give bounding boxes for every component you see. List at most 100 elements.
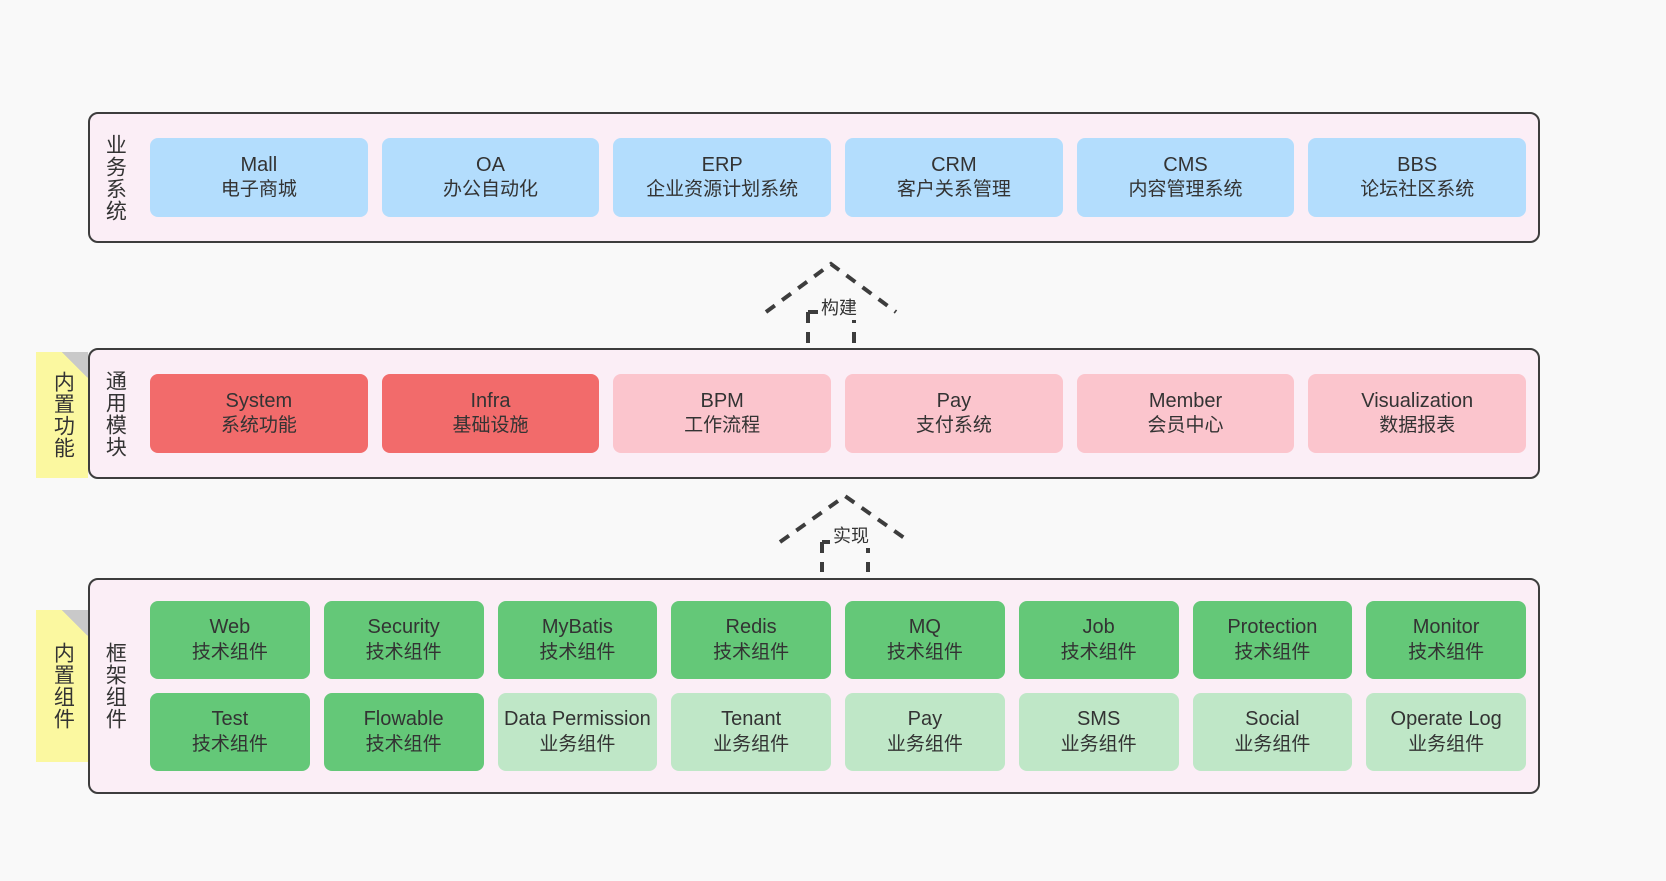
card-title: Pay [907, 708, 943, 731]
card-subtitle: 系统功能 [220, 415, 297, 437]
card-subtitle: 技术组件 [191, 641, 268, 663]
card-row: Test 技术组件 Flowable 技术组件 Data Permission … [150, 693, 1526, 771]
card-infra[interactable]: Infra 基础设施 [381, 374, 600, 453]
card-title: Redis [725, 616, 777, 639]
card-mybatis[interactable]: MyBatis 技术组件 [497, 601, 658, 679]
card-title: MyBatis [541, 616, 613, 639]
card-title: Test [211, 708, 249, 731]
card-subtitle: 业务组件 [1234, 733, 1311, 755]
connector-build: 构建 [756, 258, 906, 348]
card-system[interactable]: System 系统功能 [150, 374, 368, 453]
card-subtitle: 支付系统 [915, 415, 992, 437]
card-subtitle: 技术组件 [1234, 641, 1311, 663]
card-subtitle: 客户关系管理 [896, 179, 1011, 201]
card-pay[interactable]: Pay 支付系统 [845, 374, 1063, 453]
layer-body-common-modules: System 系统功能 Infra 基础设施 BPM 工作流程 Pay 支付系统… [138, 350, 1538, 477]
note-label: 内置组件 [51, 642, 75, 730]
card-title: BPM [700, 389, 744, 412]
card-title: Social [1245, 708, 1300, 731]
card-title: Flowable [363, 708, 444, 731]
card-test[interactable]: Test 技术组件 [150, 693, 310, 771]
card-title: System [225, 389, 293, 412]
card-operate-log[interactable]: Operate Log 业务组件 [1366, 693, 1526, 771]
card-tenant[interactable]: Tenant 业务组件 [671, 693, 831, 771]
card-protection[interactable]: Protection 技术组件 [1192, 601, 1353, 679]
card-cms[interactable]: CMS 内容管理系统 [1076, 138, 1295, 217]
card-title: Protection [1227, 616, 1318, 639]
card-subtitle: 技术组件 [886, 641, 963, 663]
layer-title-framework-components: 框架组件 [103, 642, 127, 730]
layer-business-systems: 业务系统 Mall 电子商城 OA 办公自动化 ERP 企业资源计划系统 CRM… [88, 112, 1540, 243]
card-erp[interactable]: ERP 企业资源计划系统 [613, 138, 832, 217]
card-title: Member [1148, 389, 1223, 412]
card-title: Mall [240, 153, 278, 176]
card-title: BBS [1397, 153, 1438, 176]
card-oa[interactable]: OA 办公自动化 [381, 138, 600, 217]
layer-body-business-systems: Mall 电子商城 OA 办公自动化 ERP 企业资源计划系统 CRM 客户关系… [138, 114, 1538, 241]
card-subtitle: 业务组件 [1060, 733, 1137, 755]
card-bbs[interactable]: BBS 论坛社区系统 [1308, 138, 1527, 217]
card-security[interactable]: Security 技术组件 [323, 601, 484, 679]
card-subtitle: 技术组件 [365, 641, 442, 663]
card-subtitle: 业务组件 [539, 733, 616, 755]
card-subtitle: 工作流程 [684, 415, 761, 437]
card-subtitle: 办公自动化 [443, 179, 539, 201]
card-member[interactable]: Member 会员中心 [1076, 374, 1295, 453]
card-redis[interactable]: Redis 技术组件 [671, 601, 831, 679]
card-subtitle: 技术组件 [1060, 641, 1137, 663]
card-subtitle: 技术组件 [365, 733, 442, 755]
card-row: Mall 电子商城 OA 办公自动化 ERP 企业资源计划系统 CRM 客户关系… [150, 138, 1527, 217]
note-label: 内置功能 [51, 371, 75, 459]
layer-common-modules: 通用模块 System 系统功能 Infra 基础设施 BPM 工作流程 Pay… [88, 348, 1540, 479]
card-title: Visualization [1361, 389, 1474, 412]
card-monitor[interactable]: Monitor 技术组件 [1366, 601, 1526, 679]
card-subtitle: 技术组件 [1408, 641, 1485, 663]
card-title: Pay [936, 389, 972, 412]
card-job[interactable]: Job 技术组件 [1018, 601, 1179, 679]
card-row: System 系统功能 Infra 基础设施 BPM 工作流程 Pay 支付系统… [150, 374, 1527, 453]
card-title: MQ [908, 616, 941, 639]
connector-implement-label: 实现 [830, 522, 872, 548]
card-subtitle: 企业资源计划系统 [646, 179, 799, 201]
card-title: Infra [470, 389, 511, 412]
card-title: ERP [701, 153, 743, 176]
card-visualization[interactable]: Visualization 数据报表 [1308, 374, 1527, 453]
card-pay-business[interactable]: Pay 业务组件 [845, 693, 1005, 771]
card-subtitle: 内容管理系统 [1128, 179, 1243, 201]
card-title: Data Permission [504, 708, 651, 731]
layer-title-common-modules: 通用模块 [103, 369, 127, 458]
card-data-permission[interactable]: Data Permission 业务组件 [497, 693, 658, 771]
card-subtitle: 技术组件 [191, 733, 268, 755]
card-crm[interactable]: CRM 客户关系管理 [845, 138, 1063, 217]
card-mall[interactable]: Mall 电子商城 [150, 138, 368, 217]
card-subtitle: 论坛社区系统 [1360, 179, 1475, 201]
note-builtin-components: 内置组件 [36, 610, 88, 762]
card-subtitle: 技术组件 [713, 641, 790, 663]
card-title: SMS [1076, 708, 1121, 731]
card-web[interactable]: Web 技术组件 [150, 601, 310, 679]
card-bpm[interactable]: BPM 工作流程 [613, 374, 832, 453]
card-subtitle: 会员中心 [1147, 415, 1224, 437]
card-title: Tenant [721, 708, 782, 731]
card-title: Job [1082, 616, 1115, 639]
card-subtitle: 技术组件 [539, 641, 616, 663]
card-subtitle: 业务组件 [1408, 733, 1485, 755]
layer-body-framework-components: Web 技术组件 Security 技术组件 MyBatis 技术组件 Redi… [138, 580, 1538, 792]
layer-title-business-systems: 业务系统 [103, 133, 127, 222]
card-flowable[interactable]: Flowable 技术组件 [323, 693, 484, 771]
card-title: OA [476, 153, 505, 176]
card-title: CRM [931, 153, 977, 176]
card-subtitle: 基础设施 [452, 415, 529, 437]
card-subtitle: 业务组件 [713, 733, 790, 755]
card-sms[interactable]: SMS 业务组件 [1018, 693, 1179, 771]
card-title: Security [367, 616, 440, 639]
card-social[interactable]: Social 业务组件 [1192, 693, 1353, 771]
layer-framework-components: 框架组件 Web 技术组件 Security 技术组件 MyBatis 技术组件… [88, 578, 1540, 794]
card-title: Web [209, 616, 251, 639]
card-mq[interactable]: MQ 技术组件 [845, 601, 1005, 679]
card-subtitle: 电子商城 [220, 179, 297, 201]
card-title: Monitor [1412, 616, 1480, 639]
card-title: Operate Log [1390, 708, 1502, 731]
card-title: CMS [1163, 153, 1208, 176]
card-subtitle: 业务组件 [886, 733, 963, 755]
